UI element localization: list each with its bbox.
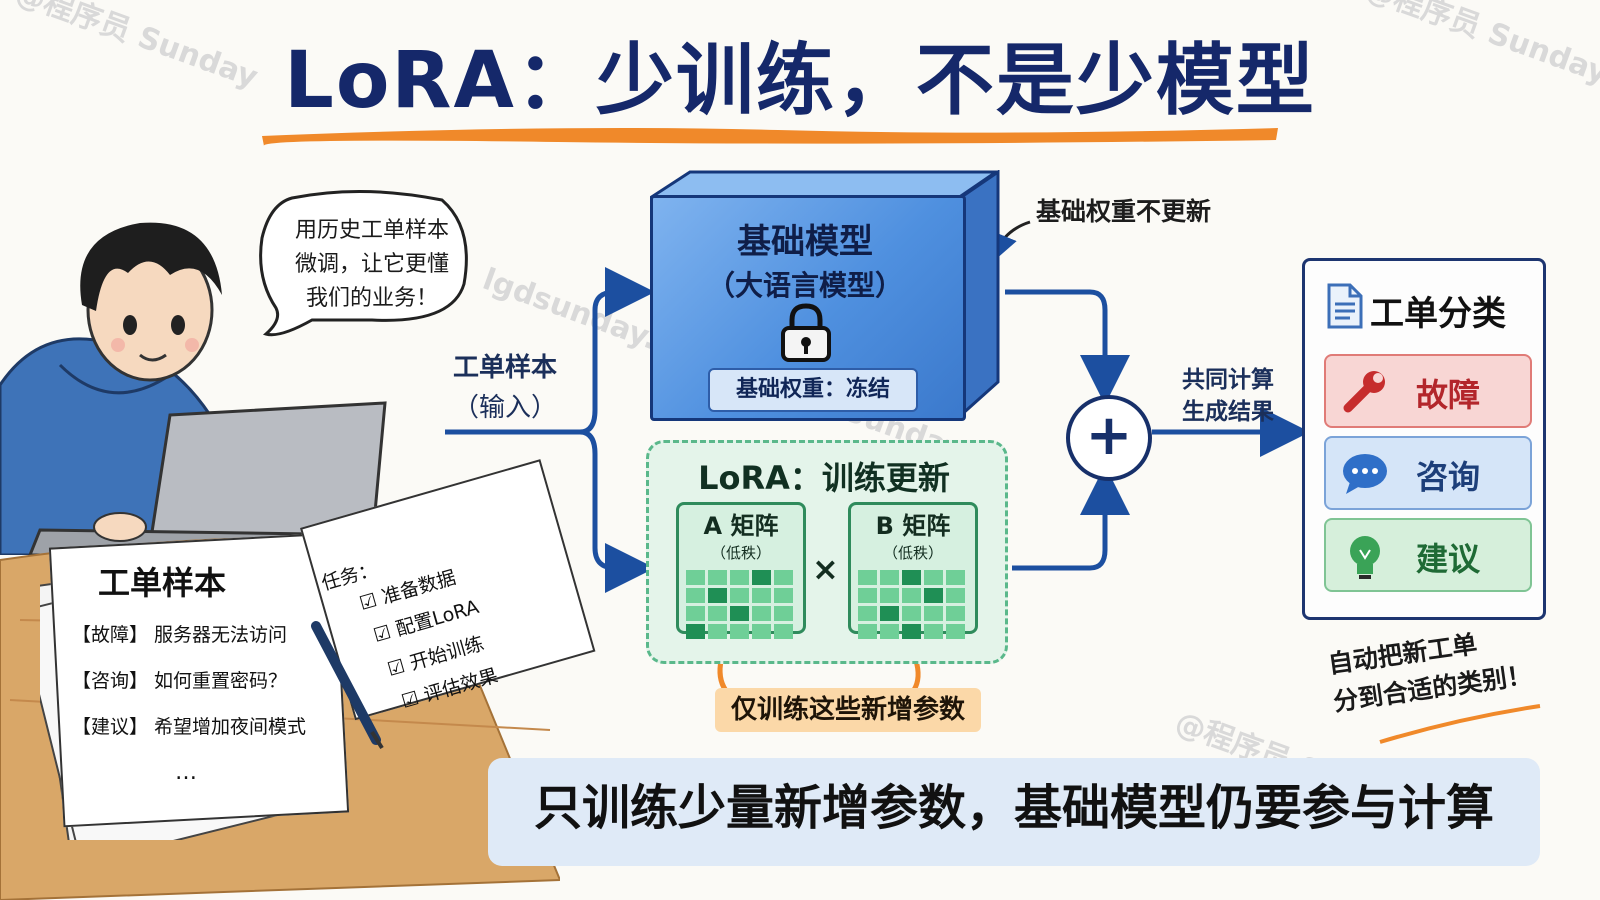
classification-title: 工单分类 bbox=[1370, 294, 1506, 334]
matrix-cell bbox=[752, 570, 771, 585]
matrix-cell bbox=[858, 570, 877, 585]
input-label-sub: （输入） bbox=[452, 393, 557, 423]
matrix-cell bbox=[752, 624, 771, 639]
matrix-cell bbox=[858, 588, 877, 603]
matrix-cell bbox=[730, 606, 749, 621]
page-title: LoRA：少训练，不是少模型 bbox=[284, 36, 1316, 126]
matrix-b-grid bbox=[858, 570, 965, 639]
pen-icon bbox=[311, 621, 384, 750]
matrix-cell bbox=[946, 606, 965, 621]
speech-bubble-text: 用历史工单样本 微调，让它更懂 我们的业务！ bbox=[272, 214, 472, 316]
matrix-cell bbox=[752, 588, 771, 603]
matrix-a-grid bbox=[686, 570, 793, 639]
input-label: 工单样本 （输入） bbox=[440, 348, 570, 428]
base-model-title: 基础模型 （大语言模型） bbox=[650, 220, 960, 308]
matrix-cell bbox=[774, 588, 793, 603]
matrix-cell bbox=[880, 606, 899, 621]
matrix-cell bbox=[686, 570, 705, 585]
class-item-suggestion: 建议 bbox=[1324, 518, 1532, 592]
speech-line: 我们的业务！ bbox=[305, 286, 438, 311]
matrix-cell bbox=[924, 624, 943, 639]
summary-banner-text: 只训练少量新增参数，基础模型仍要参与计算 bbox=[533, 780, 1494, 836]
matrix-cell bbox=[752, 606, 771, 621]
matrix-cell bbox=[858, 606, 877, 621]
title-underline bbox=[262, 128, 1278, 146]
document-icon bbox=[1327, 283, 1363, 329]
matrix-cell bbox=[708, 606, 727, 621]
matrix-cell bbox=[946, 624, 965, 639]
summary-banner bbox=[488, 758, 1540, 866]
developer-illustration bbox=[0, 222, 392, 555]
matrix-cell bbox=[686, 606, 705, 621]
matrix-cell bbox=[708, 588, 727, 603]
matrix-cell bbox=[946, 570, 965, 585]
sample-document-ellipsis: … bbox=[175, 760, 197, 785]
wrench-icon bbox=[1343, 371, 1385, 413]
base-model-name: 基础模型 bbox=[737, 222, 873, 262]
lock-icon bbox=[781, 303, 831, 362]
sample-document-title: 工单样本 bbox=[98, 564, 227, 602]
speech-line: 微调，让它更懂 bbox=[294, 252, 449, 277]
base-model-subtitle: （大语言模型） bbox=[706, 269, 903, 302]
matrix-cell bbox=[708, 570, 727, 585]
speech-line: 用历史工单样本 bbox=[294, 218, 449, 243]
matrix-cell bbox=[902, 624, 921, 639]
matrix-cell bbox=[730, 570, 749, 585]
sample-document-row: 【故障】 服务器无法访问 bbox=[72, 624, 288, 646]
combine-label: 共同计算 生成结果 bbox=[1168, 364, 1288, 428]
sample-document-row: 【建议】 希望增加夜间模式 bbox=[72, 716, 307, 738]
matrix-cell bbox=[880, 588, 899, 603]
matrix-cell bbox=[774, 570, 793, 585]
matrix-a-sub: （低秩） bbox=[710, 544, 771, 562]
matrix-b-sub: （低秩） bbox=[882, 544, 943, 562]
input-label-title: 工单样本 bbox=[452, 353, 557, 383]
matrix-cell bbox=[924, 606, 943, 621]
class-item-inquiry: 咨询 bbox=[1324, 436, 1532, 510]
matrix-cell bbox=[708, 624, 727, 639]
matrix-cell bbox=[686, 588, 705, 603]
combine-plus-icon: + bbox=[1066, 395, 1152, 481]
combine-label-line: 共同计算 bbox=[1182, 367, 1274, 393]
matrix-cell bbox=[924, 588, 943, 603]
multiply-symbol: × bbox=[812, 550, 839, 588]
matrix-cell bbox=[774, 606, 793, 621]
matrix-cell bbox=[924, 570, 943, 585]
matrix-cell bbox=[730, 624, 749, 639]
class-item-label: 故障 bbox=[1416, 376, 1481, 414]
combine-label-line: 生成结果 bbox=[1182, 399, 1274, 425]
base-weights-note: 基础权重不更新 bbox=[1036, 197, 1212, 226]
matrix-cell bbox=[774, 624, 793, 639]
class-item-label: 咨询 bbox=[1416, 458, 1481, 496]
matrix-cell bbox=[902, 588, 921, 603]
matrix-cell bbox=[880, 624, 899, 639]
matrix-cell bbox=[858, 624, 877, 639]
chat-icon bbox=[1343, 454, 1387, 494]
matrix-b-label: B 矩阵 bbox=[875, 512, 951, 540]
matrix-cell bbox=[880, 570, 899, 585]
sample-document-row: 【咨询】 如何重置密码？ bbox=[72, 670, 288, 692]
matrix-cell bbox=[902, 606, 921, 621]
frozen-weights-tag: 基础权重：冻结 bbox=[708, 368, 918, 412]
matrix-cell bbox=[902, 570, 921, 585]
matrix-cell bbox=[686, 624, 705, 639]
class-item-label: 建议 bbox=[1416, 540, 1481, 578]
matrix-a-label: A 矩阵 bbox=[703, 512, 779, 540]
lightbulb-icon bbox=[1350, 536, 1380, 579]
train-params-tag: 仅训练这些新增参数 bbox=[715, 688, 981, 732]
speech-bubble bbox=[259, 189, 468, 337]
matrix-cell bbox=[730, 588, 749, 603]
matrix-cell bbox=[946, 588, 965, 603]
lora-title: LoRA：训练更新 bbox=[698, 459, 950, 497]
class-item-fault: 故障 bbox=[1324, 354, 1532, 428]
